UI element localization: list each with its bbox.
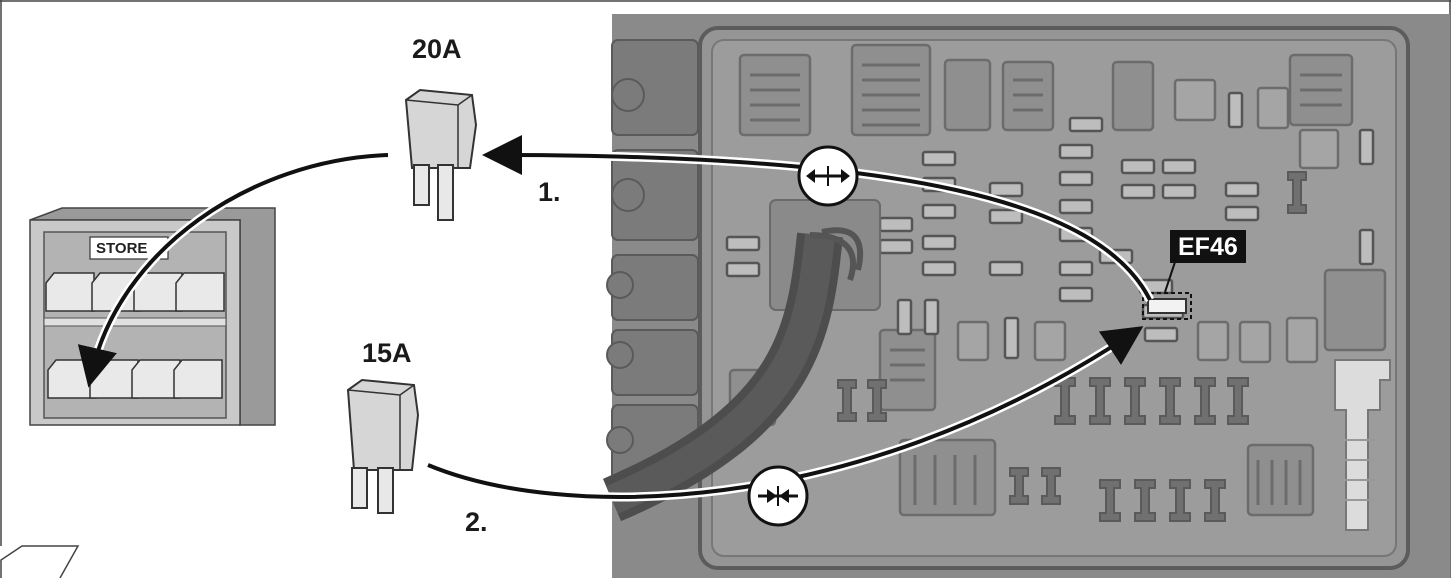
arrow-remove	[482, 135, 1155, 303]
arrow-to-store	[77, 150, 389, 388]
clip	[1334, 359, 1391, 531]
relay-lines	[750, 63, 1342, 505]
fuse-15a	[346, 378, 420, 514]
wire-harness	[602, 199, 881, 522]
fuse-20a	[404, 88, 478, 221]
ef46-tag: EF46	[1170, 230, 1246, 263]
maxi-fuses	[837, 171, 1307, 522]
ef46-slot	[1142, 261, 1192, 320]
fuse-15a-label: 15A	[362, 338, 412, 368]
fuse-box	[602, 14, 1450, 578]
vertical-fuses	[896, 91, 1375, 360]
store-shelf	[29, 207, 276, 426]
step-1-label: 1.	[538, 177, 561, 207]
step-2-label: 2.	[465, 507, 488, 537]
arrow-install	[426, 326, 1144, 502]
store-sign: STORE	[96, 240, 148, 257]
push-in-icon	[747, 465, 809, 527]
square-blocks	[956, 78, 1340, 364]
store-bins	[45, 272, 225, 399]
fuse-20a-label: 20A	[412, 34, 462, 64]
terminal-block	[606, 39, 699, 481]
pull-out-icon	[797, 145, 859, 207]
